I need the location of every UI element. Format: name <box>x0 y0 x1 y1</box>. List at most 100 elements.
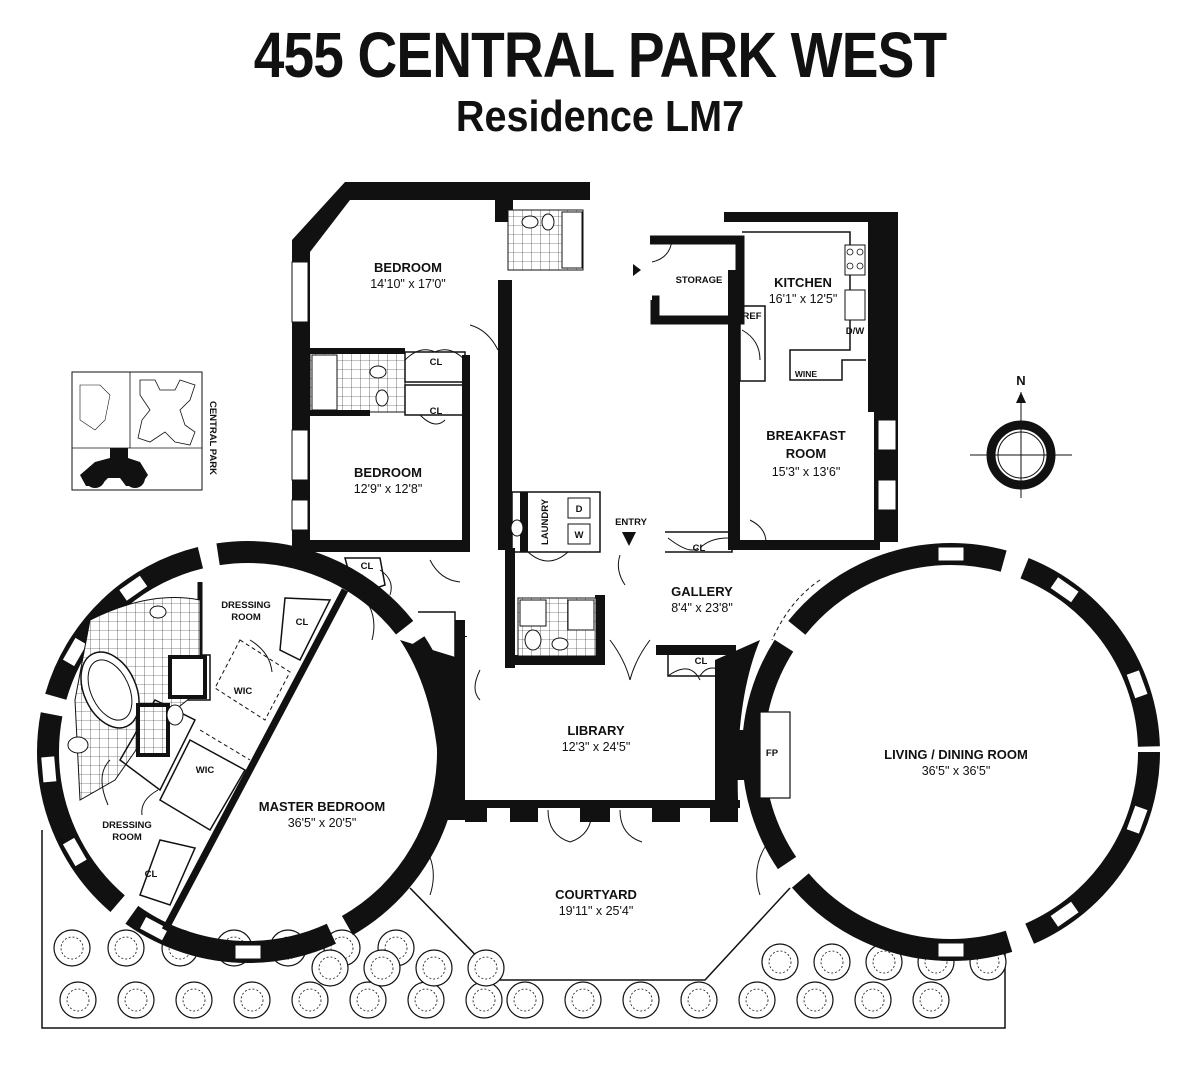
planting-detail <box>861 988 885 1012</box>
planting <box>311 949 349 987</box>
closet-label-4: CL <box>455 629 468 640</box>
wic-label-2: WIC <box>196 765 215 776</box>
planting-detail <box>422 956 446 980</box>
library-name: LIBRARY <box>567 723 625 738</box>
dw-label: D/W <box>846 326 865 337</box>
dryer-label: D <box>576 504 583 515</box>
closet-label-2: CL <box>430 406 443 417</box>
planting-detail <box>768 950 792 974</box>
central-park-label: CENTRAL PARK <box>207 401 218 475</box>
planting-detail <box>571 988 595 1012</box>
planting-detail <box>240 988 264 1012</box>
planting-detail <box>66 988 90 1012</box>
closet-label-8: CL <box>145 869 158 880</box>
closet-label-6: CL <box>695 656 708 667</box>
room-labels: BEDROOM 14'10" x 17'0" BEDROOM 12'9" x 1… <box>102 260 1028 918</box>
planting <box>680 981 718 1019</box>
window <box>1049 900 1080 929</box>
wine-label: WINE <box>795 369 818 379</box>
window <box>61 836 89 868</box>
planting <box>761 943 799 981</box>
window <box>234 944 262 960</box>
planting <box>813 943 851 981</box>
storage-label: STORAGE <box>676 275 723 286</box>
planting-detail <box>687 988 711 1012</box>
bedroom-2-dims: 12'9" x 12'8" <box>354 482 423 496</box>
window <box>138 915 170 942</box>
courtyard-name: COURTYARD <box>555 887 637 902</box>
planting <box>622 981 660 1019</box>
planting <box>564 981 602 1019</box>
planting <box>796 981 834 1019</box>
planting-detail <box>803 988 827 1012</box>
planting <box>349 981 387 1019</box>
planting <box>53 929 91 967</box>
planting-detail <box>513 988 537 1012</box>
wic-label-1: WIC <box>234 686 253 697</box>
dressing-room-1-line2: ROOM <box>231 612 261 623</box>
planting <box>467 949 505 987</box>
dressing-room-2-line2: ROOM <box>112 832 142 843</box>
breakfast-name-line1: BREAKFAST <box>766 428 846 443</box>
planting-detail <box>474 956 498 980</box>
bedrooms-wing <box>291 182 601 562</box>
kitchen-dims: 16'1" x 12'5" <box>769 292 838 306</box>
dressing-room-1-line1: DRESSING <box>221 600 271 611</box>
plan-title: 455 CENTRAL PARK WEST <box>253 19 947 91</box>
planting-detail <box>745 988 769 1012</box>
planting-detail <box>872 950 896 974</box>
library-dims: 12'3" x 24'5" <box>562 740 631 754</box>
planting <box>854 981 892 1019</box>
planting-detail <box>414 988 438 1012</box>
planting-detail <box>820 950 844 974</box>
living-dining <box>736 543 1160 961</box>
bedroom-1-name: BEDROOM <box>374 260 442 275</box>
closet-label-1: CL <box>430 357 443 368</box>
planting <box>738 981 776 1019</box>
bedroom-2-name: BEDROOM <box>354 465 422 480</box>
window <box>937 942 965 958</box>
window <box>61 636 89 668</box>
planting <box>407 981 445 1019</box>
planting <box>465 981 503 1019</box>
closet-label-3: CL <box>361 561 374 572</box>
kitchen-name: KITCHEN <box>774 275 832 290</box>
planting-detail <box>356 988 380 1012</box>
gallery-name: GALLERY <box>671 584 733 599</box>
living-dining-name: LIVING / DINING ROOM <box>884 747 1028 762</box>
planting-detail <box>919 988 943 1012</box>
bedroom-1-dims: 14'10" x 17'0" <box>370 277 446 291</box>
planting <box>59 981 97 1019</box>
window <box>117 574 149 603</box>
planting <box>363 949 401 987</box>
north-label: N <box>1016 373 1025 388</box>
window <box>1049 575 1080 604</box>
planting <box>912 981 950 1019</box>
breakfast-name-line2: ROOM <box>786 446 826 461</box>
planting <box>117 981 155 1019</box>
master-wing <box>37 541 459 963</box>
breakfast-dims: 15'3" x 13'6" <box>772 465 841 479</box>
kitchen-wing <box>633 212 898 550</box>
planting <box>175 981 213 1019</box>
planting-detail <box>629 988 653 1012</box>
gallery-dims: 8'4" x 23'8" <box>671 601 733 615</box>
planting <box>107 929 145 967</box>
north-compass <box>970 392 1072 498</box>
planting <box>291 981 329 1019</box>
washer-label: W <box>575 530 584 541</box>
library-gallery <box>344 519 771 896</box>
planting-detail <box>318 956 342 980</box>
entry-label: ENTRY <box>615 517 648 528</box>
planting-detail <box>370 956 394 980</box>
planting-detail <box>114 936 138 960</box>
closet-label-5: CL <box>693 543 706 554</box>
closet-label-7: CL <box>296 617 309 628</box>
living-dining-dims: 36'5" x 36'5" <box>922 764 991 778</box>
planting-detail <box>298 988 322 1012</box>
planting-detail <box>60 936 84 960</box>
master-bedroom-dims: 36'5" x 20'5" <box>288 816 357 830</box>
window <box>1125 804 1149 835</box>
courtyard-dims: 19'11" x 25'4" <box>559 904 634 918</box>
